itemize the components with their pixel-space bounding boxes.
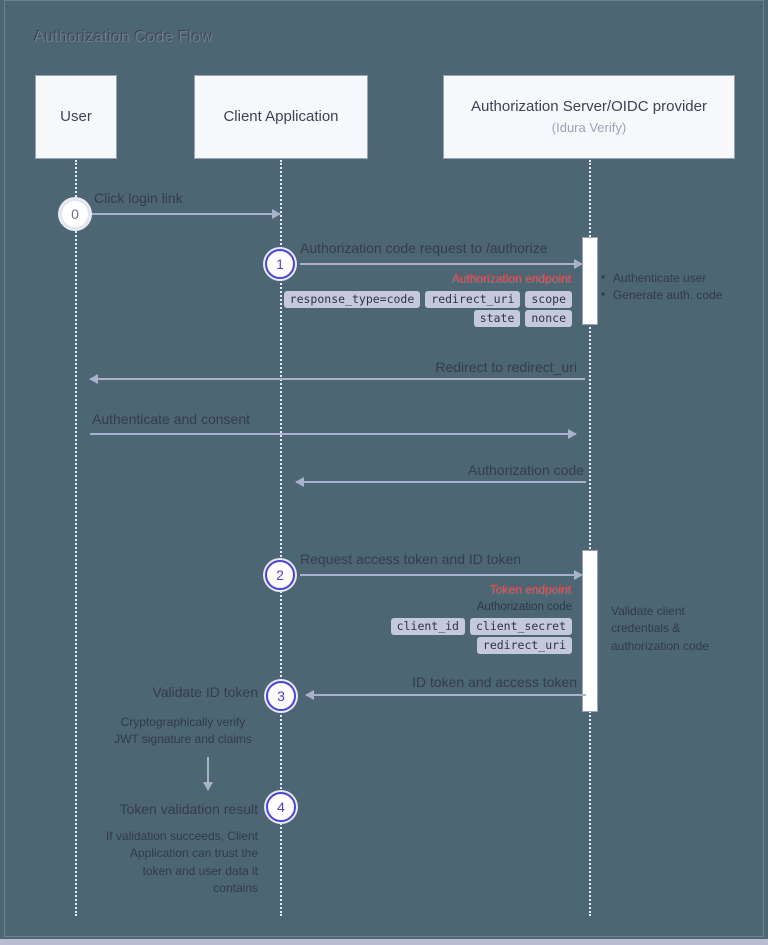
endpoint-label-authorization-shadow: Authorization endpoint xyxy=(451,272,571,286)
client-step-title-validate-id-token: Validate ID token xyxy=(152,684,258,700)
arrowhead-icon xyxy=(305,690,314,700)
lifeline-server xyxy=(589,160,591,916)
message-arrow-authenticate-and-consent xyxy=(90,429,577,439)
param-chip-response-type: response_type=code xyxy=(283,291,421,308)
server-note-validate-credentials: Validate client credentials & authorizat… xyxy=(611,604,710,653)
lifeline-user xyxy=(75,160,77,916)
arrowhead-icon xyxy=(574,570,583,580)
param-chip-nonce: nonce xyxy=(525,310,572,327)
activation-bar-token xyxy=(582,550,598,712)
arrowhead-icon xyxy=(89,374,98,384)
message-arrow-authorization-code-request xyxy=(300,259,583,269)
param-chip-state: state xyxy=(473,310,521,327)
param-caption-authorization-code: Authorization code xyxy=(476,601,572,613)
message-label-authorization-code: Authorization code xyxy=(468,462,584,478)
endpoint-label-token: Token endpoint Token endpoint xyxy=(410,582,572,597)
client-step-note-token-validation-result: If validation succeeds, Client Applicati… xyxy=(105,829,258,896)
param-chip-client-id: client_id xyxy=(390,618,465,635)
page-title-shadow: Authorization Code Flow xyxy=(34,29,213,46)
param-chips-token-row-1: client_id client_secret xyxy=(330,618,572,635)
arrowhead-icon xyxy=(272,209,281,219)
activation-bar-authorize xyxy=(582,237,598,325)
message-arrow-request-access-token xyxy=(300,570,583,580)
param-chip-client-secret: client_secret xyxy=(469,618,572,635)
step-badge-3[interactable]: 3 xyxy=(266,681,296,711)
message-arrow-click-login-link xyxy=(90,209,281,219)
arrowhead-icon xyxy=(203,782,213,791)
message-label-redirect-to-redirect-uri: Redirect to redirect_uri xyxy=(435,359,577,375)
arrowhead-icon xyxy=(295,477,304,487)
actor-authorization-server-subtitle: (Idura Verify) xyxy=(551,119,627,135)
message-arrow-authorization-code xyxy=(295,477,586,487)
param-chips-token-row-2: redirect_uri xyxy=(330,637,572,654)
step-badge-0[interactable]: 0 xyxy=(60,199,90,229)
message-label-click-login-link: Click login link xyxy=(94,190,183,206)
param-chips-authorize-row-1: response_type=code redirect_uri scope xyxy=(283,291,572,308)
step-badge-2[interactable]: 2 xyxy=(265,560,295,590)
arrowhead-icon xyxy=(568,429,577,439)
page-title-text: Authorization Code Flow xyxy=(33,28,212,45)
actor-client-application-label: Client Application xyxy=(223,107,339,125)
message-arrow-redirect-to-redirect-uri xyxy=(89,374,585,384)
message-arrow-id-token-and-access-token xyxy=(305,690,586,700)
server-note-authorize-bullet-1: Authenticate user xyxy=(601,269,751,287)
server-note-authorize-bullet-2: Generate auth. code xyxy=(601,286,751,304)
param-chip-scope: scope xyxy=(525,291,572,308)
message-label-authenticate-and-consent: Authenticate and consent xyxy=(92,411,251,427)
arrowhead-icon xyxy=(574,259,583,269)
endpoint-label-token-shadow: Token endpoint xyxy=(489,583,571,597)
client-step-title-token-validation-result: Token validation result xyxy=(119,801,258,817)
param-chips-authorize-row-2: state nonce xyxy=(300,310,572,327)
actor-user-label: User xyxy=(60,107,92,125)
page-title: Authorization Code Flow Authorization Co… xyxy=(33,28,213,46)
endpoint-label-authorization: Authorization endpoint Authorization end… xyxy=(380,271,572,286)
message-label-request-access-token: Request access token and ID token xyxy=(300,551,522,567)
endpoint-label-authorization-text: Authorization endpoint xyxy=(452,271,572,285)
server-note-authorize: Authenticate user Generate auth. code xyxy=(601,269,751,305)
actor-authorization-server-label: Authorization Server/OIDC provider xyxy=(471,98,707,115)
client-step-note-validate-id-token: Cryptographically verify JWT signature a… xyxy=(114,715,252,747)
message-label-authorization-code-request: Authorization code request to /authorize xyxy=(300,240,548,256)
flow-down-arrow-icon xyxy=(203,757,213,791)
message-label-id-token-and-access-token: ID token and access token xyxy=(412,674,577,690)
actor-user[interactable]: User xyxy=(35,75,117,159)
actor-client-application[interactable]: Client Application xyxy=(194,75,368,159)
endpoint-label-token-text: Token endpoint xyxy=(490,582,572,596)
step-badge-1[interactable]: 1 xyxy=(265,249,295,279)
actor-authorization-server[interactable]: Authorization Server/OIDC provider (Idur… xyxy=(443,75,735,159)
lifeline-client xyxy=(280,160,282,916)
step-badge-4[interactable]: 4 xyxy=(266,792,296,822)
param-chip-redirect-uri-token: redirect_uri xyxy=(476,637,572,654)
param-chip-redirect-uri: redirect_uri xyxy=(425,291,521,308)
